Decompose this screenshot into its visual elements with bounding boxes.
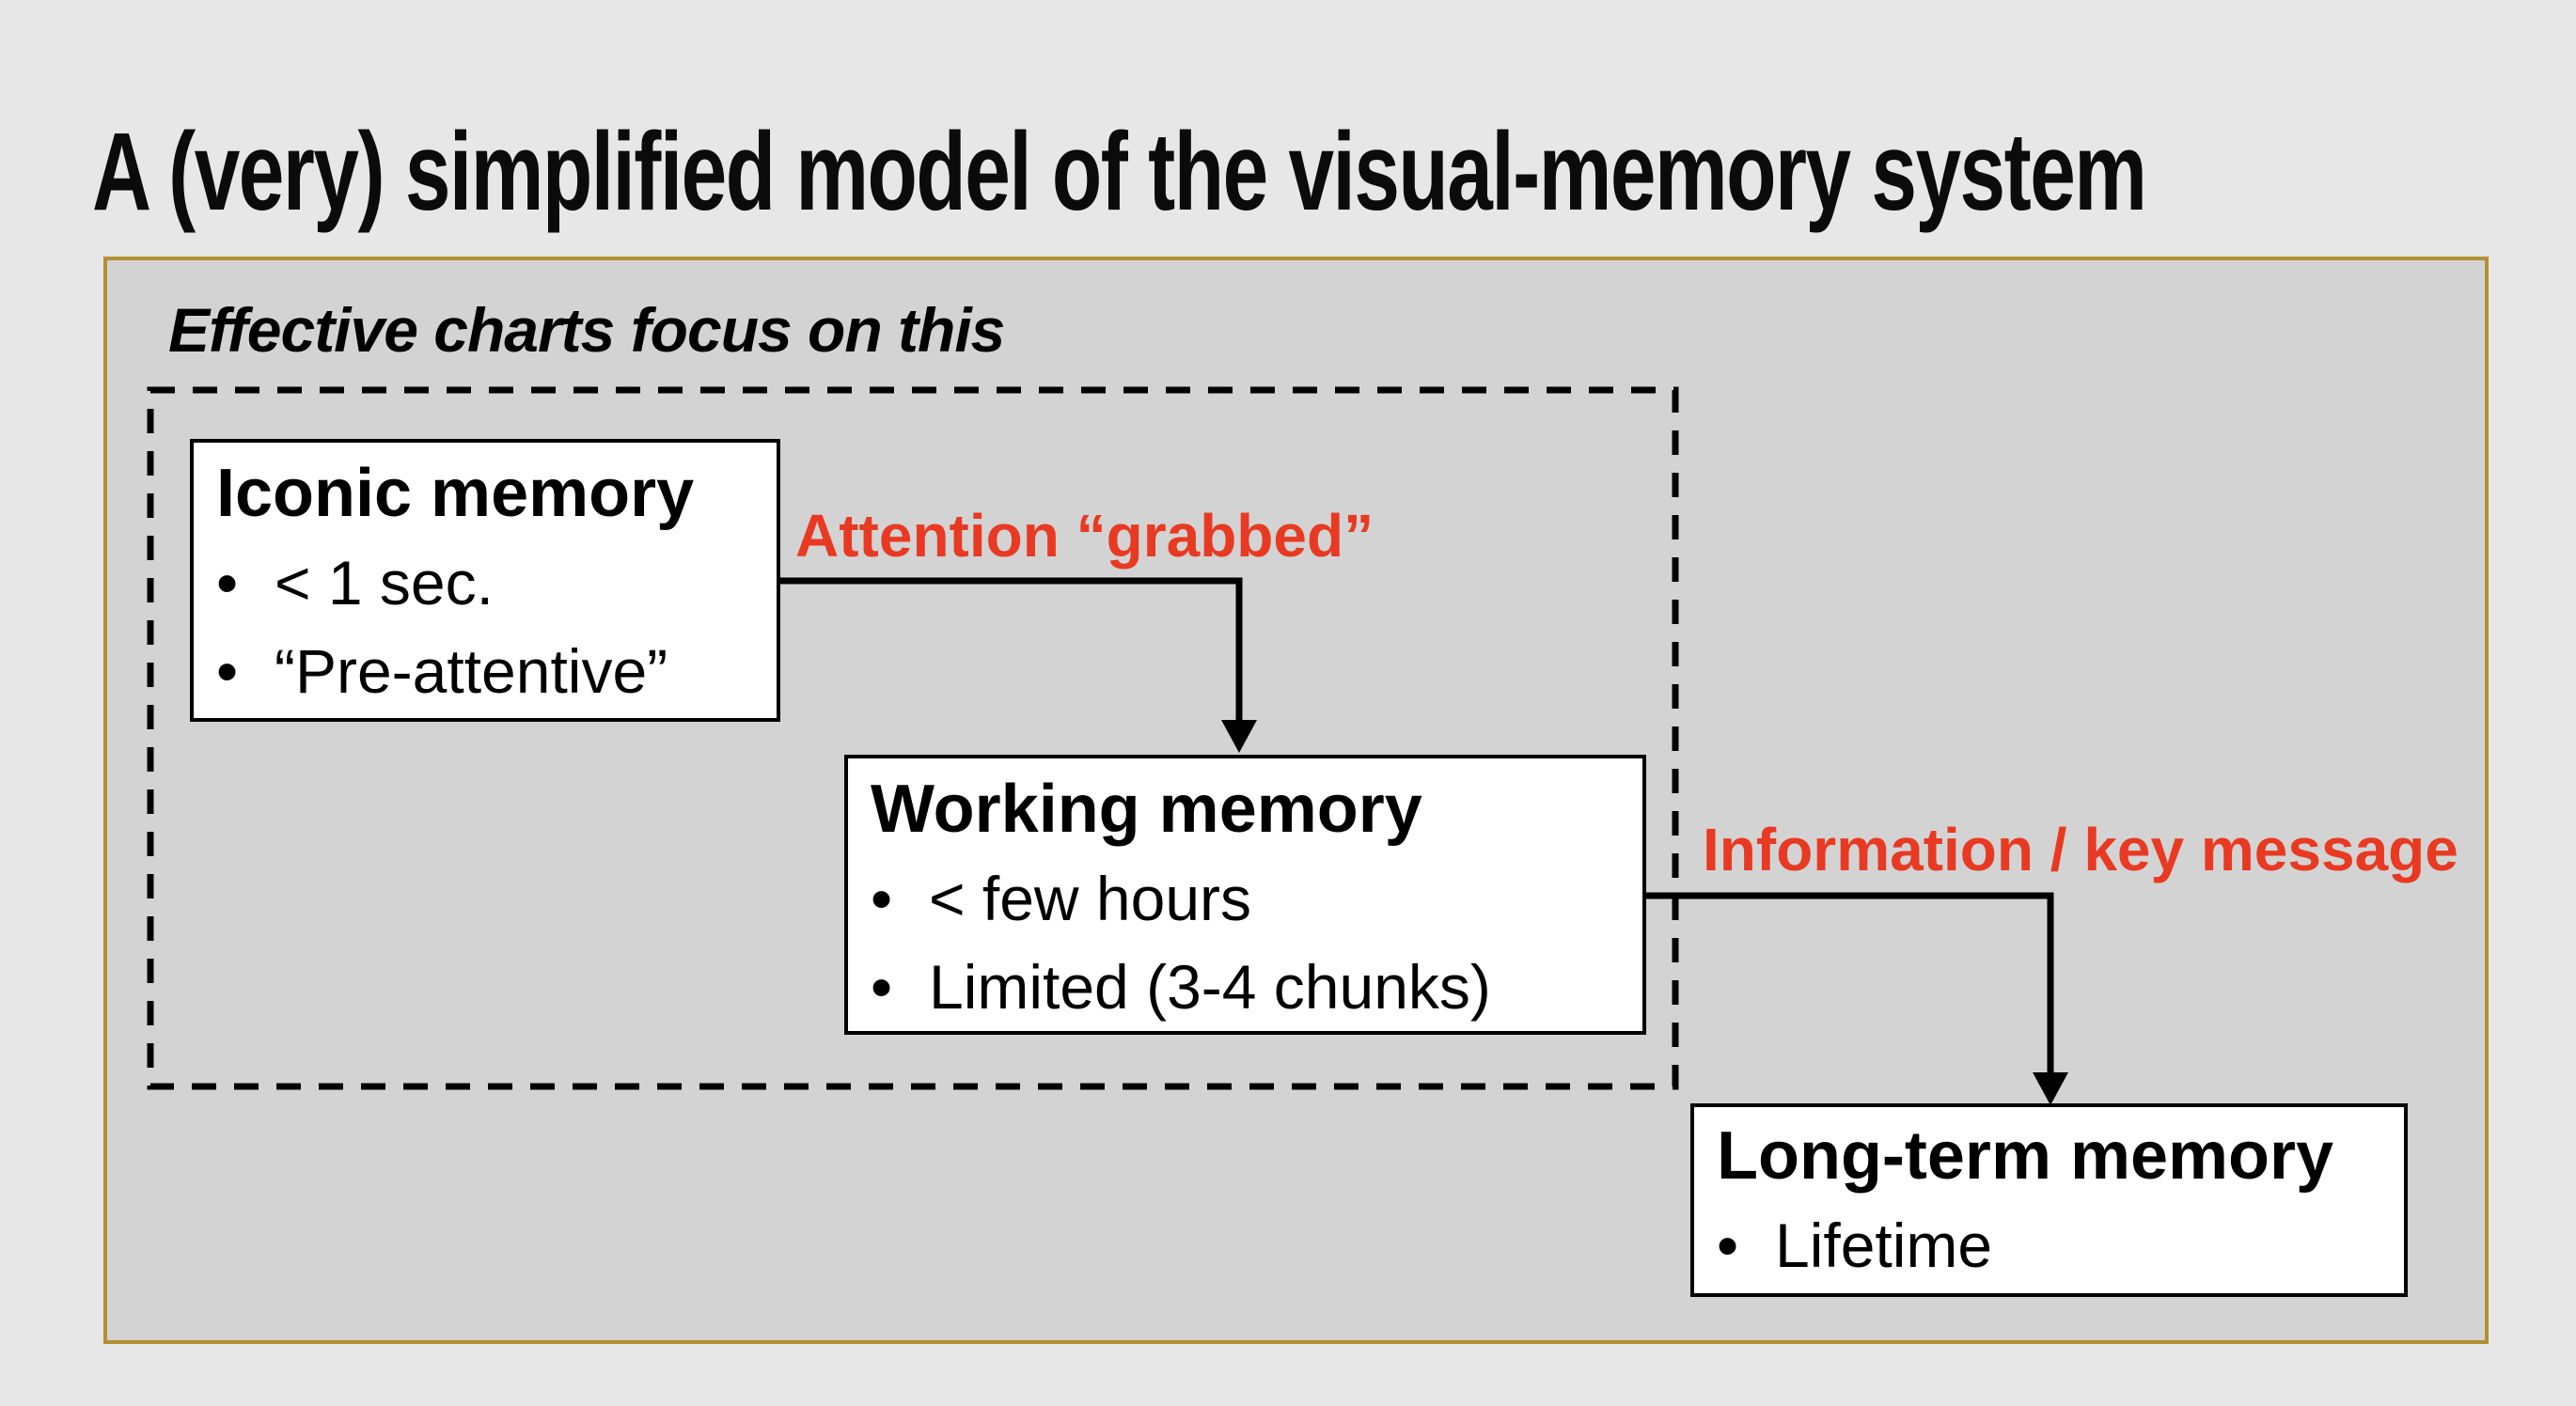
bullet-icon: • [216, 548, 239, 617]
longterm-memory-title: Long-term memory [1717, 1118, 2334, 1194]
panel-caption: Effective charts focus on this [168, 295, 1005, 365]
information-key-message-label: Information / key message [1703, 816, 2458, 883]
list-item: • < 1 sec. [216, 539, 777, 627]
bullet-icon: • [871, 864, 893, 933]
working-memory-title: Working memory [871, 772, 1422, 847]
list-item-text: Limited (3-4 chunks) [929, 952, 1491, 1022]
list-item-text: “Pre-attentive” [275, 636, 668, 706]
list-item: • < few hours [871, 854, 1642, 943]
list-item: • Limited (3-4 chunks) [871, 943, 1642, 1031]
bullet-icon: • [871, 952, 893, 1022]
longterm-memory-box: Long-term memory • Lifetime [1690, 1103, 2408, 1297]
iconic-memory-title: Iconic memory [216, 456, 695, 531]
attention-grabbed-label: Attention “grabbed” [795, 502, 1374, 570]
bullet-icon: • [1717, 1211, 1739, 1280]
list-item-text: < 1 sec. [275, 548, 494, 617]
list-item: • “Pre-attentive” [216, 627, 777, 715]
page-title-text: A (very) simplified model of the visual-… [92, 110, 2147, 235]
page-title: A (very) simplified model of the visual-… [92, 106, 2576, 240]
list-item-text: Lifetime [1775, 1211, 1993, 1280]
iconic-memory-box: Iconic memory • < 1 sec. • “Pre-attentiv… [190, 439, 780, 722]
working-memory-box: Working memory • < few hours • Limited (… [844, 755, 1646, 1035]
list-item: • Lifetime [1717, 1201, 2404, 1289]
list-item-text: < few hours [929, 864, 1252, 933]
bullet-icon: • [216, 636, 239, 706]
